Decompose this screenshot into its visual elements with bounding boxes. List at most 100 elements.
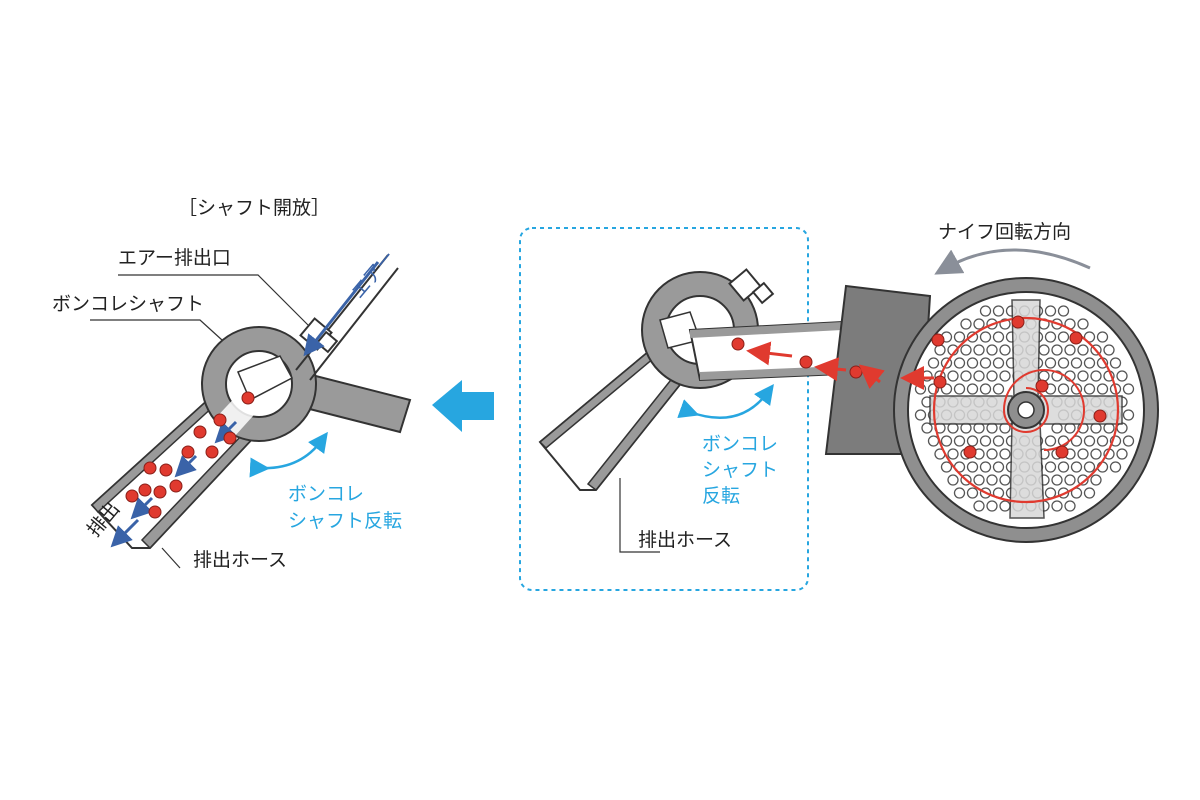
grinder-hole [1083,435,1096,447]
grinder-hole [1116,370,1128,382]
grinder-hole [979,305,992,317]
right-reverse-label-2: シャフト [702,459,778,481]
grinder-hole [1083,357,1096,369]
grinder-hole [1116,448,1128,460]
grinder-hole [966,383,979,395]
grinder-hole [973,344,985,356]
grinder-hole [1083,461,1096,473]
grinder-hole [979,357,992,369]
right-hose-label: 排出ホース [638,529,732,551]
knife-blade [1009,421,1045,519]
grinder-hole [966,461,979,473]
grinder-hole [992,357,1005,369]
grinder-hole [999,344,1011,356]
grinder-hole [979,331,992,343]
grinder-hole [986,448,998,460]
grinder-hole [1096,383,1109,395]
grinder-hole [979,461,992,473]
grinder-hole [1051,500,1063,512]
grinder-hole [1064,500,1076,512]
grinder-hole [953,357,966,369]
grinder-hole [986,500,998,512]
grinder-hole [992,435,1005,447]
grinder-hole [1090,370,1102,382]
grinder-hole [1044,331,1057,343]
left-leader-lines [90,274,309,569]
grinder-hole [1044,435,1057,447]
grinder-hole [953,383,966,395]
highlight-box [519,227,809,591]
grinder-hole [1070,357,1083,369]
grinder-hole [1109,461,1122,473]
grinder-hole [986,370,998,382]
grinder-hole [973,500,985,512]
grinder-hole [1038,344,1050,356]
grinder-hole [1044,305,1057,317]
grinder-hole [979,435,992,447]
grinder-hole [1083,383,1096,395]
grinder-hole [960,344,972,356]
grinder-hole [999,370,1011,382]
grinder-hole [986,474,998,486]
grinder-disc [893,277,1159,543]
right-rotation-arrow-icon [677,383,774,420]
grinder-hole [953,331,966,343]
grinder-hole [973,474,985,486]
grinder-hole [1077,474,1089,486]
left-rotation-arrow-icon [249,431,328,478]
grinder-hole [960,370,972,382]
grinder-hole [973,318,985,330]
grinder-hole [927,357,940,369]
rotation-path [932,316,1120,504]
right-reverse-label-3: 反転 [702,485,740,507]
grinder-hole [1057,383,1070,395]
grinder-hole [1090,448,1102,460]
grinder-hole [947,448,959,460]
grinder-hole [927,435,940,447]
grinder-hole [1096,331,1109,343]
grinder-hole [953,487,966,499]
grinder-hole [966,435,979,447]
knife-blade [929,395,1013,425]
grinder-hole [947,370,959,382]
right-flow-arrows [746,341,885,389]
grinder-hole [914,409,927,421]
grinder-hole [934,344,946,356]
right-hose [538,350,692,492]
grinder-hole [986,344,998,356]
grinder-hole [947,474,959,486]
spiral-path [1002,369,1085,451]
grinder-hole [1064,474,1076,486]
grinder-hole [999,474,1011,486]
right-panel: ナイフ回転方向 ボンコレ シャフト 反転 排出ホース [519,221,1159,591]
left-arrow-icon [432,380,494,432]
grinder-hole [992,331,1005,343]
left-reverse-label-1: ボンコレ [288,483,364,505]
grinder-hole [940,435,953,447]
knife-direction-label: ナイフ回転方向 [938,221,1071,243]
grinder-hole [1077,344,1089,356]
grinder-hole [992,305,1005,317]
air-outlet-label: エアー排出口 [118,247,231,269]
grinder-hole [921,422,933,434]
grinder-hole [940,461,953,473]
grinder-hole [1070,461,1083,473]
grinder-hole [992,461,1005,473]
grinder-hole [999,500,1011,512]
grinder-hole [1077,318,1089,330]
grinder-hole [1057,331,1070,343]
grinder-hole [1070,435,1083,447]
knife-blade [1039,395,1123,425]
grinder-hole [1038,370,1050,382]
grinder-hole [1057,305,1070,317]
right-valve [728,268,775,305]
grinder-hole [1122,383,1135,395]
grinder-hole [973,370,985,382]
knife-blade [1011,299,1041,399]
grinder-hole [1051,474,1063,486]
grinder-hole [1083,487,1096,499]
grinder-hole [1057,357,1070,369]
grinder-hole [1077,448,1089,460]
grinder-hole [1064,344,1076,356]
left-panel: ［シャフト開放］ [52,197,412,571]
